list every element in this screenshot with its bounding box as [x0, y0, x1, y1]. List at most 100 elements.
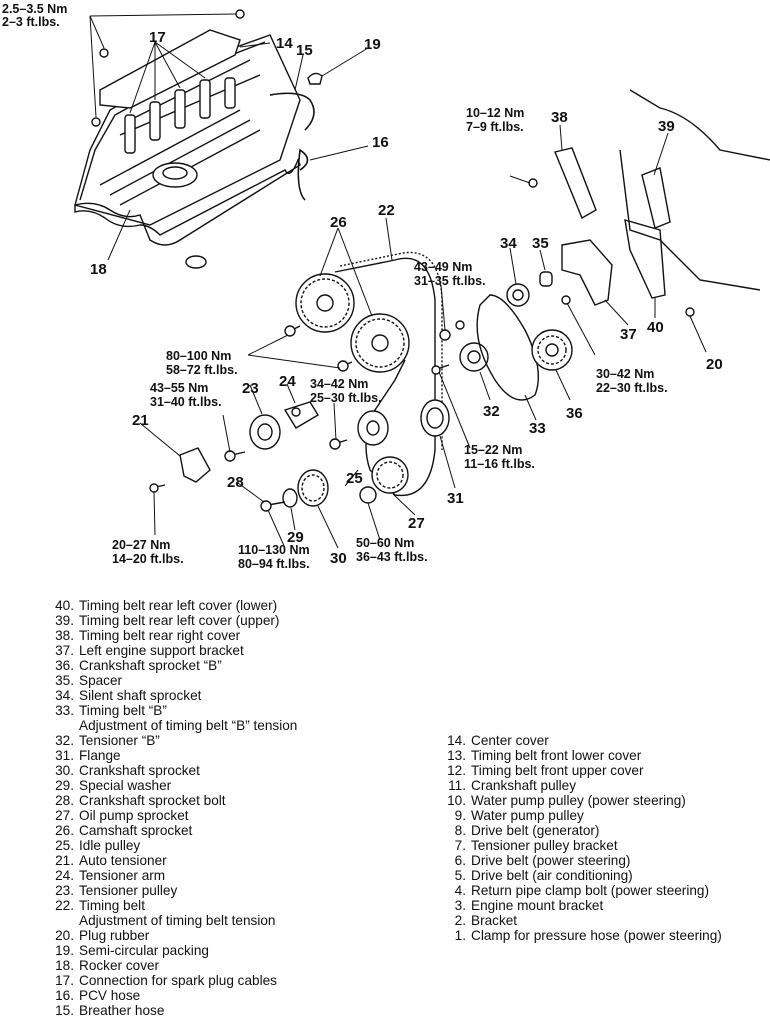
legend-item: 27.Oil pump sprocket: [48, 808, 297, 823]
legend-item-text: Timing belt rear left cover (upper): [79, 613, 280, 628]
legend-item-text: Adjustment of timing belt tension: [79, 913, 276, 928]
legend-item: Adjustment of timing belt “B” tension: [48, 718, 297, 733]
legend-item: 32. Tensioner “B”: [48, 733, 297, 748]
legend-item-number: 15.: [55, 1003, 74, 1018]
oil-pump-sprocket: [371, 456, 409, 494]
bolts: [149, 178, 695, 512]
legend-item: 14.Center cover: [440, 733, 722, 748]
oil-pump-nut: [359, 486, 377, 504]
exploded-diagram: 17 14 15 19 16 18 26 22 34 35 38 39 37 4…: [2, 2, 770, 571]
legend-item-number: 23.: [55, 883, 74, 898]
legend-item-number: 22.: [55, 898, 74, 913]
callout-23: 23: [242, 380, 259, 397]
torque-tensioner-ft: 31–40 ft.lbs.: [150, 395, 222, 409]
legend-item-text: Timing belt “B”: [79, 703, 167, 718]
legend-item: 40.Timing belt rear left cover (lower): [48, 598, 297, 613]
torque-oil-pump-nm: 50–60 Nm: [356, 536, 414, 550]
spacer: [539, 271, 553, 287]
torque-cover-bolt-ft: 2–3 ft.lbs.: [2, 15, 60, 29]
callout-39: 39: [658, 118, 675, 135]
callout-35: 35: [532, 235, 549, 252]
legend-item-number: 4.: [454, 883, 466, 898]
callout-33: 33: [529, 420, 546, 437]
legend-item: 13.Timing belt front lower cover: [440, 748, 722, 763]
legend-item-number: [48, 718, 74, 733]
engine-block-outline: [619, 89, 770, 291]
tensioner-pulley: [249, 414, 281, 450]
torque-cover-bolt-nm: 2.5–3.5 Nm: [2, 2, 67, 16]
legend-item-number: 30.: [55, 763, 74, 778]
legend-item: 16.PCV hose: [48, 988, 297, 1003]
legend-item-text: Timing belt front upper cover: [471, 763, 644, 778]
crankshaft-sprocket-b: [531, 329, 573, 371]
legend-item: Adjustment of timing belt tension: [48, 913, 297, 928]
legend-item-number: 13.: [447, 748, 466, 763]
callout-25: 25: [346, 470, 363, 487]
legend-item-number: 27.: [55, 808, 74, 823]
auto-tensioner: [179, 447, 211, 483]
torque-tensioner-b-nm: 43–49 Nm: [414, 260, 472, 274]
legend-item-number: 24.: [55, 868, 74, 883]
legend-item-number: 34.: [55, 688, 74, 703]
legend-item-text: Timing belt rear left cover (lower): [79, 598, 278, 613]
legend-item-text: Engine mount bracket: [471, 898, 604, 913]
callout-38: 38: [551, 109, 568, 126]
torque-camshaft-ft: 58–72 ft.lbs.: [166, 363, 238, 377]
legend-item-number: 32.: [55, 733, 74, 748]
callout-22: 22: [378, 202, 395, 219]
rocker-cover-gasket: [74, 158, 301, 246]
callout-26: 26: [330, 214, 347, 231]
legend-item-text: Crankshaft sprocket bolt: [79, 793, 226, 808]
torque-oil-pump-ft: 36–43 ft.lbs.: [356, 550, 428, 564]
legend-item-text: Drive belt (air conditioning): [471, 868, 633, 883]
leader-lines: [89, 13, 707, 549]
legend-item-text: Timing belt: [79, 898, 145, 913]
legend-item-number: 20.: [55, 928, 74, 943]
legend-item: 24. Tensioner arm: [48, 868, 297, 883]
flange: [420, 399, 450, 437]
torque-camshaft-nm: 80–100 Nm: [166, 349, 231, 363]
legend-item-text: Left engine support bracket: [79, 643, 244, 658]
legend-item-text: Return pipe clamp bolt (power steering): [471, 883, 710, 898]
legend-item: 33.Timing belt “B”: [48, 703, 297, 718]
legend-item: 11.Crankshaft pulley: [440, 778, 722, 793]
callout-28: 28: [227, 474, 244, 491]
torque-rear-cover-nm: 10–12 Nm: [466, 106, 524, 120]
legend-item: 17.Connection for spark plug cables: [48, 973, 297, 988]
legend-item: 28.Crankshaft sprocket bolt: [48, 793, 297, 808]
legend-item-number: 16.: [55, 988, 74, 1003]
legend-item: 6.Drive belt (power steering): [440, 853, 722, 868]
callout-20: 20: [706, 356, 723, 373]
legend-item-text: Tensioner “B”: [79, 733, 160, 748]
legend-item-text: Crankshaft sprocket: [79, 763, 200, 778]
legend-item: 30. Crankshaft sprocket: [48, 763, 297, 778]
legend-item-text: Tensioner pulley bracket: [471, 838, 618, 853]
legend-item-number: 37.: [55, 643, 74, 658]
legend-item-text: Camshaft sprocket: [79, 823, 193, 838]
rocker-cover: [74, 34, 301, 226]
legend-item-number: [48, 913, 74, 928]
legend-item-text: Breather hose: [79, 1003, 165, 1018]
callout-19: 19: [364, 36, 381, 53]
callout-17: 17: [149, 29, 166, 46]
legend-item: 10.Water pump pulley (power steering): [440, 793, 722, 808]
legend-item-number: 5.: [454, 868, 466, 883]
timing-belt-rear-left-cover-upper: [641, 167, 671, 229]
legend-item-number: 39.: [55, 613, 74, 628]
legend-item-number: 25.: [55, 838, 74, 853]
legend-item-text: Crankshaft pulley: [471, 778, 577, 793]
legend-item-text: Adjustment of timing belt “B” tension: [79, 718, 298, 733]
legend-item-text: Tensioner arm: [79, 868, 166, 883]
legend-item: 26.Camshaft sprocket: [48, 823, 297, 838]
legend-item: 29.Special washer: [48, 778, 297, 793]
semi-circular-packing: [307, 72, 323, 85]
torque-rear-cover-ft: 7–9 ft.lbs.: [466, 120, 524, 134]
legend-item: 19.Semi-circular packing: [48, 943, 297, 958]
tensioner-arm: [283, 401, 319, 429]
legend-item-text: Auto tensioner: [79, 853, 167, 868]
legend-item-number: 19.: [55, 943, 74, 958]
callout-32: 32: [483, 403, 500, 420]
legend-item: 39. Timing belt rear left cover (upper): [48, 613, 297, 628]
legend-item: 7.Tensioner pulley bracket: [440, 838, 722, 853]
